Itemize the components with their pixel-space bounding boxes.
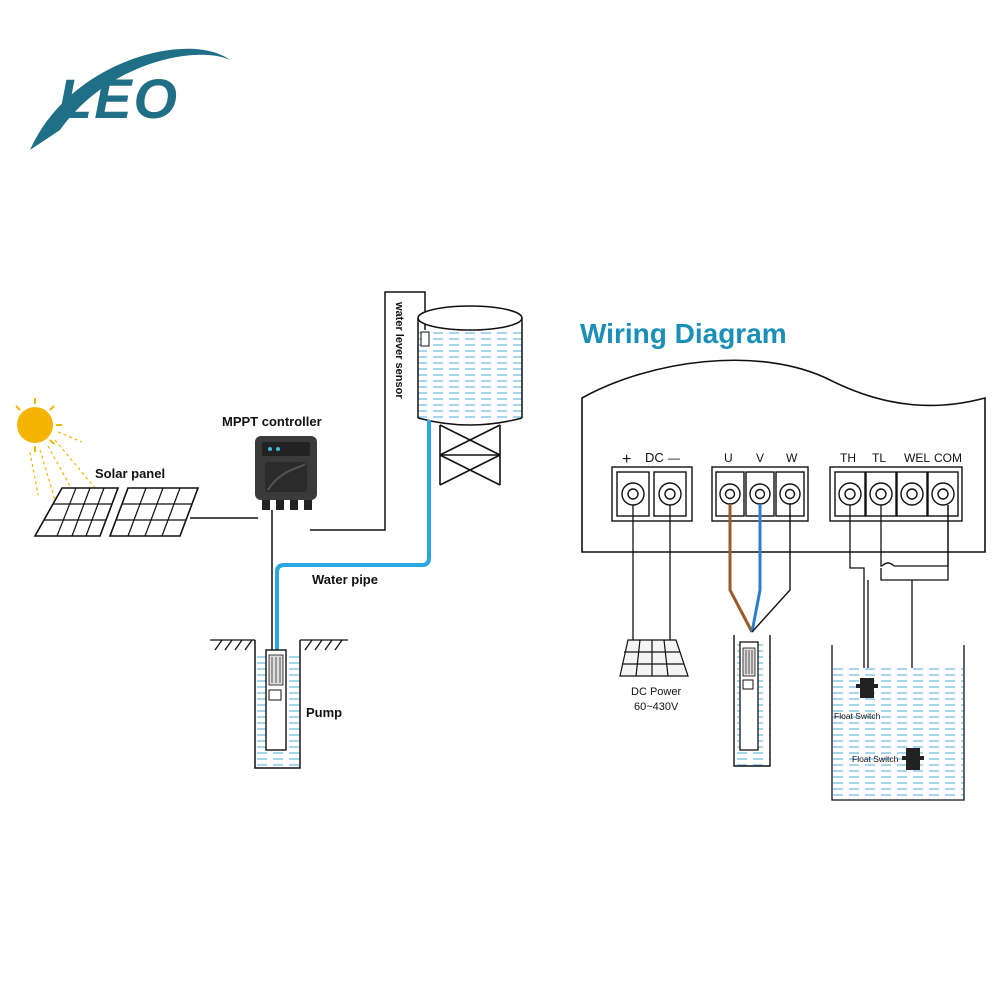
water-pipe-label: Water pipe xyxy=(312,572,378,587)
mppt-controller-label: MPPT controller xyxy=(222,414,322,429)
leo-logo: LEO xyxy=(30,48,230,150)
float-switch-2-icon xyxy=(902,748,924,770)
terminal-com-label: COM xyxy=(934,451,962,465)
mppt-controller-icon xyxy=(255,436,317,510)
pump-icon xyxy=(265,649,287,751)
water-tank-icon xyxy=(417,305,523,486)
sensor-label: water lever sensor xyxy=(393,301,405,399)
dc-minus-label: — xyxy=(668,451,680,465)
float-tank-icon xyxy=(831,645,965,801)
dc-power-label: DC Power xyxy=(631,686,681,698)
dc-label: DC xyxy=(645,450,664,465)
sun-icon xyxy=(15,398,96,501)
dc-wires xyxy=(632,505,671,648)
solar-panel-label: Solar panel xyxy=(95,466,165,481)
v-wire-blue xyxy=(750,504,762,633)
svg-text:LEO: LEO xyxy=(58,67,179,130)
dc-plus-label: + xyxy=(622,451,631,468)
water-pipe xyxy=(275,420,431,650)
pump-label: Pump xyxy=(306,705,342,720)
sensor-cable xyxy=(310,291,426,531)
terminal-wel-label: WEL xyxy=(904,451,930,465)
solar-panel-icon xyxy=(33,487,200,537)
float-switch-1-label: Float Switch xyxy=(834,711,881,721)
terminal-tl-label: TL xyxy=(872,451,886,465)
float-switch-1-icon xyxy=(856,678,878,698)
terminal-th-label: TH xyxy=(840,451,856,465)
terminal-w-label: W xyxy=(786,451,798,465)
w-wire-black xyxy=(751,504,791,633)
wiring-title: Wiring Diagram xyxy=(580,318,787,349)
dc-power-panel-icon xyxy=(619,639,689,677)
terminal-screws xyxy=(616,471,959,517)
float-switch-2-label: Float Switch xyxy=(852,754,899,764)
u-wire-brown xyxy=(728,504,754,633)
terminal-u-label: U xyxy=(724,451,733,465)
dc-voltage-label: 60~430V xyxy=(634,701,679,713)
pump-well-icon xyxy=(733,635,771,767)
terminal-v-label: V xyxy=(756,451,764,465)
